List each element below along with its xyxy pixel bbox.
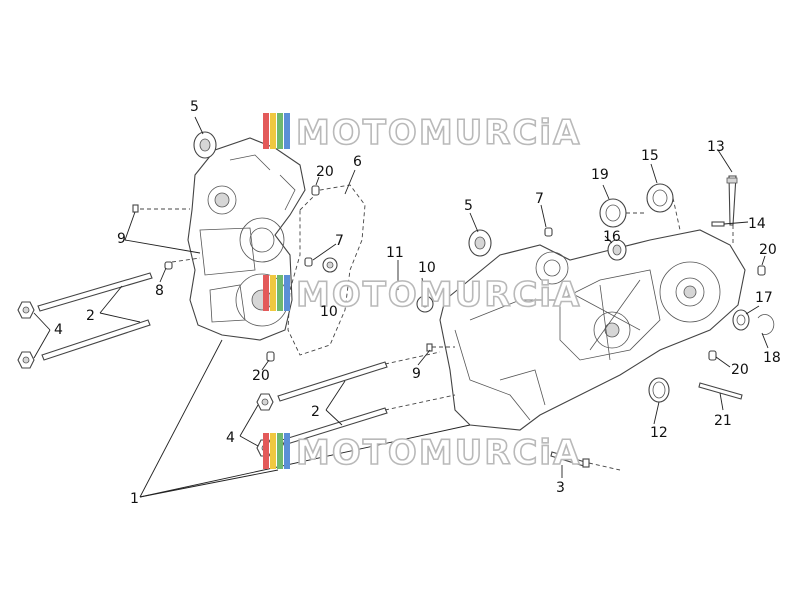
callout-10: 10: [418, 260, 436, 276]
callout-21: 21: [714, 413, 732, 429]
right-crankcase-half: [439, 229, 746, 431]
bearings: [599, 183, 674, 261]
callout-18: 18: [763, 350, 781, 366]
pin: [132, 204, 139, 213]
callout-9: 9: [117, 231, 126, 247]
pin: [304, 257, 313, 267]
callout-15: 15: [641, 148, 659, 164]
callout-16: 16: [603, 229, 621, 245]
watermark: MOTOMURCiA: [263, 274, 581, 316]
callout-11: 11: [386, 245, 404, 261]
callout-1: 1: [130, 491, 139, 507]
callout-20: 20: [731, 362, 749, 378]
callout-2: 2: [86, 308, 95, 324]
oil-seals: [193, 131, 492, 257]
callout-2: 2: [311, 404, 320, 420]
o-ring: [652, 381, 666, 399]
callout-7: 7: [335, 233, 344, 249]
stud-bolts: [37, 272, 388, 446]
callout-3: 3: [556, 480, 565, 496]
callout-8: 8: [155, 283, 164, 299]
circlip: [757, 314, 775, 335]
callout-6: 6: [353, 154, 362, 170]
watermark: MOTOMURCiA: [263, 432, 581, 474]
watermark-text: MOTOMURCiA: [296, 113, 581, 153]
screw-head: [582, 458, 590, 468]
watermark-text: MOTOMURCiA: [296, 433, 581, 473]
gasket: [287, 184, 366, 356]
callout-10: 10: [320, 304, 338, 320]
seal: [732, 309, 750, 331]
screw: [698, 382, 743, 400]
dowel-pin: [311, 185, 320, 196]
callout-12: 12: [650, 425, 668, 441]
pin: [164, 261, 173, 270]
callout-7: 7: [535, 191, 544, 207]
watermark-text: MOTOMURCiA: [296, 275, 581, 315]
dowel-pin: [326, 261, 334, 269]
dowel-pin: [757, 265, 766, 276]
callout-5: 5: [464, 198, 473, 214]
callouts: 1 2 2 3 4 4 5 5 6 7 7 8 9 9 10 10 11 12 …: [54, 99, 781, 507]
sealing-washer: [711, 221, 725, 227]
callout-4: 4: [54, 322, 63, 338]
leader-lines: [33, 116, 769, 498]
assembly-guides: [140, 197, 734, 471]
callout-13: 13: [707, 139, 725, 155]
callout-20: 20: [759, 242, 777, 258]
breather-pipe: [726, 177, 738, 184]
callout-5: 5: [190, 99, 199, 115]
callout-4: 4: [226, 430, 235, 446]
callout-17: 17: [755, 290, 773, 306]
watermark: MOTOMURCiA: [263, 112, 581, 154]
callout-20: 20: [316, 164, 334, 180]
callout-19: 19: [591, 167, 609, 183]
callout-20: 20: [252, 368, 270, 384]
dowel-pin: [708, 350, 717, 361]
callout-9: 9: [412, 366, 421, 382]
callout-14: 14: [748, 216, 766, 232]
dowel-pin: [266, 351, 275, 362]
pin: [544, 227, 553, 237]
